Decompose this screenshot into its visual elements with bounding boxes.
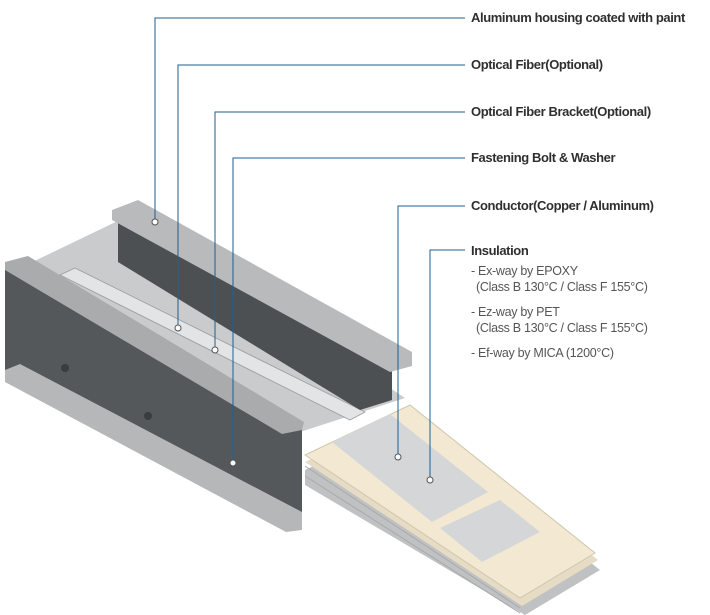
insulation-item: - Ex-way by EPOXY — [471, 264, 578, 278]
label-bolt-washer: Fastening Bolt & Washer — [471, 150, 616, 165]
insulation-item: (Class B 130°C / Class F 155°C) — [476, 280, 648, 294]
label-conductor: Conductor(Copper / Aluminum) — [471, 198, 654, 213]
front-rail-bottom-flange — [5, 364, 302, 532]
optical-fiber-groove — [59, 267, 366, 421]
bolt-icon — [144, 412, 152, 420]
label-optical-fiber: Optical Fiber(Optional) — [471, 57, 603, 72]
front-rail-top — [5, 256, 304, 434]
back-rail-face — [118, 212, 392, 410]
leader-dots — [151, 218, 434, 484]
bolt-icon — [61, 364, 69, 372]
back-rail-flange — [112, 200, 412, 372]
insulation-item: - Ef-way by MICA (1200°C) — [471, 346, 614, 360]
insulation-item: (Class B 130°C / Class F 155°C) — [476, 321, 648, 335]
label-housing: Aluminum housing coated with paint — [471, 10, 685, 25]
label-fiber-bracket: Optical Fiber Bracket(Optional) — [471, 104, 651, 119]
conductor-stack — [303, 404, 600, 615]
front-rail-face — [5, 260, 302, 520]
insulation-item: - Ez-way by PET — [471, 305, 560, 319]
label-insulation: Insulation — [471, 243, 529, 258]
leader-lines — [154, 17, 465, 480]
